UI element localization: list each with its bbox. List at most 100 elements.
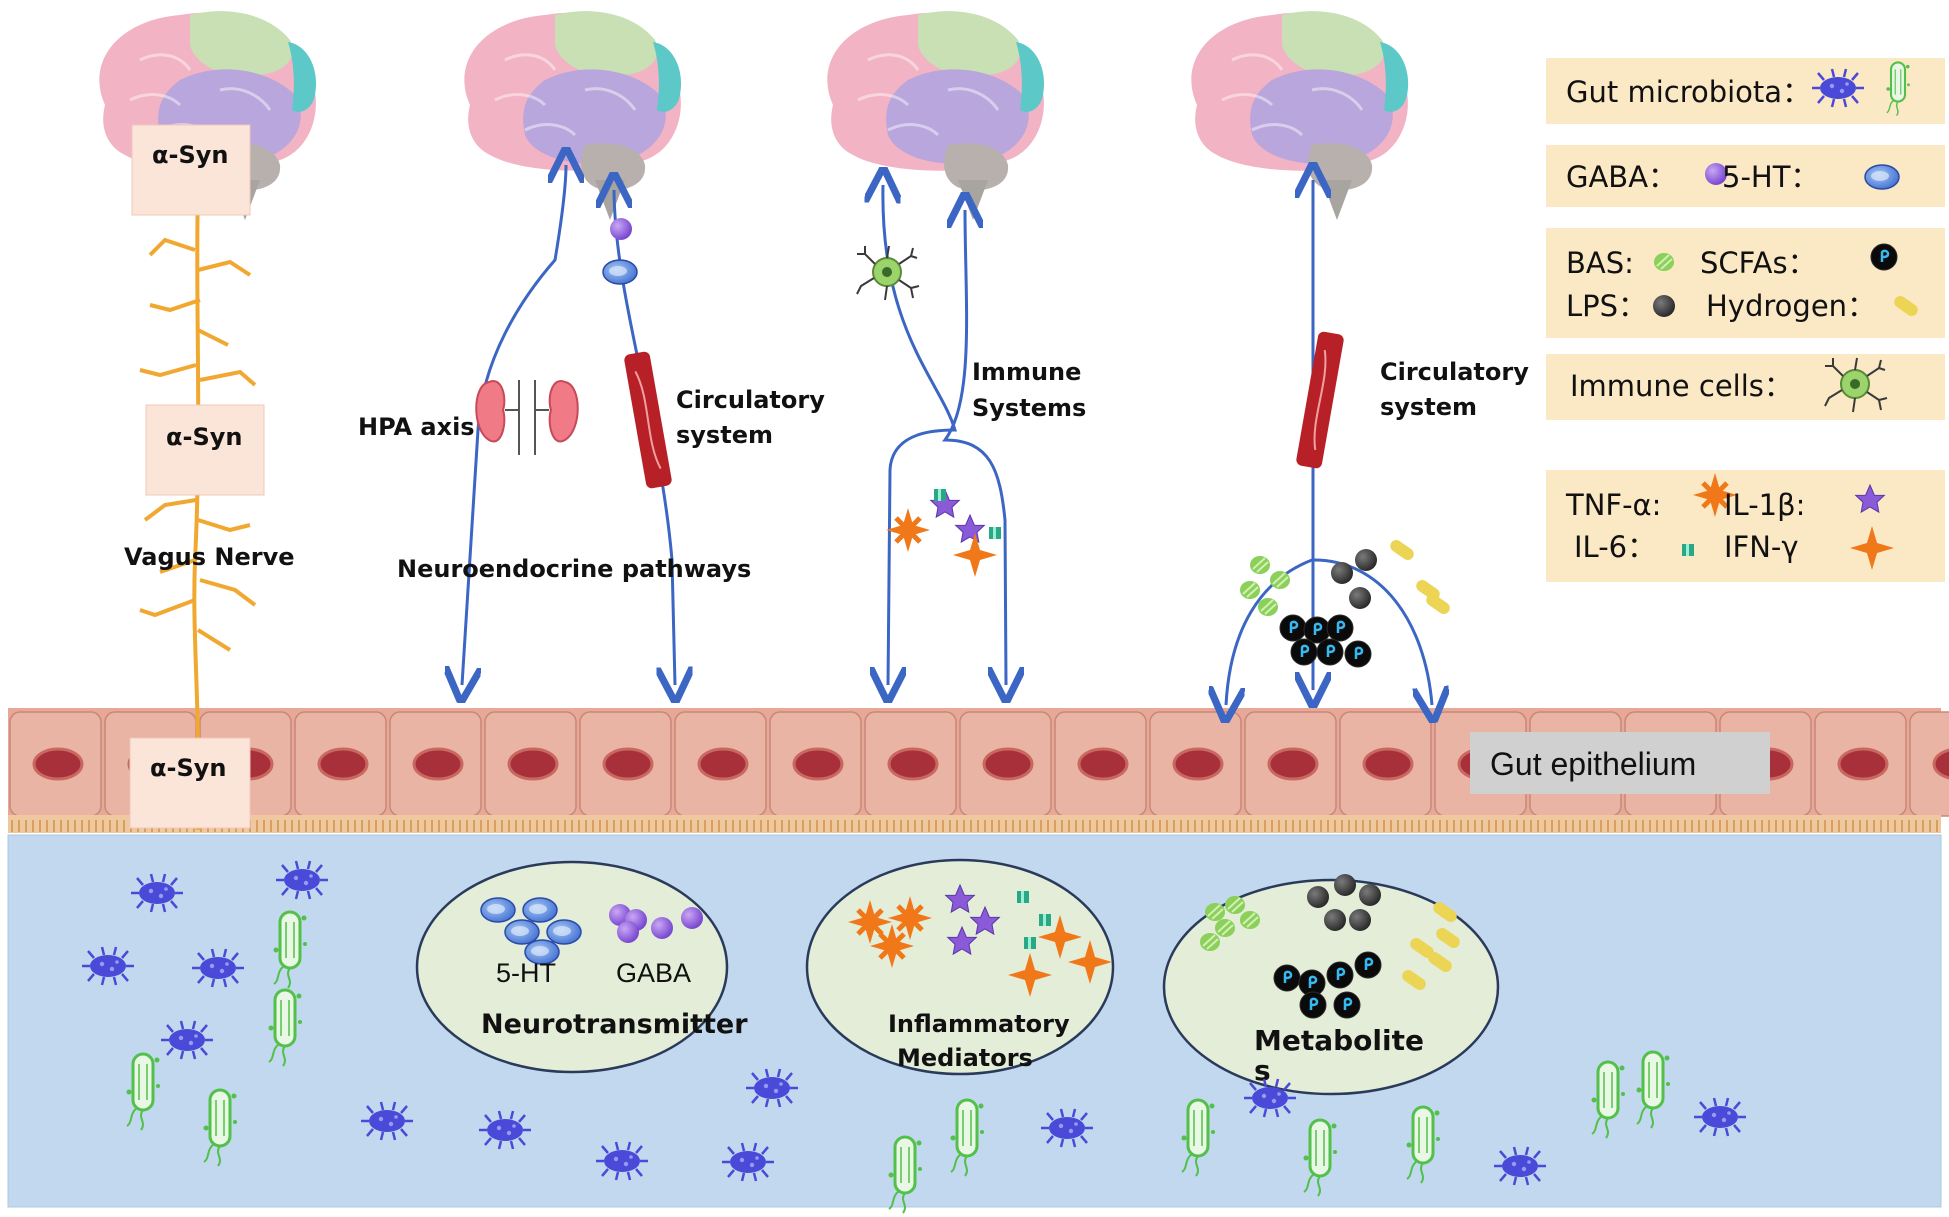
neuroendocrine-label: Neuroendocrine pathways (397, 555, 751, 583)
brain-icon (462, 9, 683, 222)
cell-nucleus (507, 747, 559, 781)
bile-acid-icon (1224, 895, 1246, 915)
immune-label-a: Immune (972, 358, 1081, 386)
bile-acid-icon (1204, 902, 1226, 922)
blood-vessel-icon (1296, 331, 1344, 469)
inflammatory-label-b: Mediators (897, 1044, 1033, 1072)
scfa-icon (1353, 950, 1383, 980)
legend-ifn: IFN-γ (1724, 530, 1799, 564)
cell-nucleus (412, 747, 464, 781)
epithelium-label-box (1470, 732, 1770, 794)
bile-acid-icon (1239, 580, 1261, 600)
brain-icon (1189, 9, 1410, 222)
bile-acid-icon (1257, 597, 1279, 617)
immune-arrows (883, 185, 1006, 685)
legend-hydrogen: Hydrogen： (1706, 289, 1876, 323)
scfa-icon (1869, 242, 1899, 272)
lps-icon (1355, 549, 1377, 571)
inflammatory-oval: Inflammatory Mediators (805, 858, 1115, 1076)
legend-row-cytokines (1546, 470, 1945, 582)
il6-icon (1682, 544, 1694, 556)
hpa-axis-label: HPA axis (358, 413, 475, 441)
bile-acid-icon (1269, 570, 1291, 590)
oval-5ht-label: 5-HT (496, 958, 556, 988)
lps-icon (1349, 909, 1371, 931)
il6-icon (989, 527, 1001, 539)
bile-acid-icon (1199, 932, 1221, 952)
scfa-icon (1343, 639, 1373, 669)
inflammatory-label-a: Inflammatory (888, 1010, 1070, 1038)
scfa-icon (1278, 613, 1308, 643)
il6-icon (1017, 891, 1029, 903)
bile-acid-icon (1653, 252, 1675, 272)
scfa-icon (1272, 963, 1302, 993)
cell-nucleus (1172, 747, 1224, 781)
legend-gut-microbiota: Gut microbiota： (1566, 75, 1811, 109)
legend-il1b: IL-1β: (1724, 488, 1805, 522)
asyn-label-gut: α-Syn (150, 754, 226, 782)
neurotransmitter-oval: 5-HT GABA Neurotransmitter (415, 860, 748, 1074)
gaba-molecule-icon (617, 921, 639, 943)
serotonin-molecule-icon (480, 897, 516, 923)
lps-icon (1334, 874, 1356, 896)
bile-acid-icon (1239, 910, 1261, 930)
cell-nucleus (1077, 747, 1129, 781)
epithelium-label: Gut epithelium (1490, 746, 1696, 782)
il6-icon (1039, 914, 1051, 926)
epithelial-cell (1909, 711, 1949, 817)
cell-nucleus (1362, 747, 1414, 781)
il6-icon (934, 489, 946, 501)
legend-gaba: GABA： (1566, 160, 1677, 194)
cell-nucleus (602, 747, 654, 781)
legend-scfas: SCFAs： (1700, 246, 1817, 280)
cell-nucleus (317, 747, 369, 781)
lps-icon (1307, 886, 1329, 908)
legend-row-immune (1546, 354, 1945, 420)
serotonin-molecule-icon (504, 919, 540, 945)
circulatory-label-2a: Circulatory (1380, 358, 1529, 386)
kidney-icon (475, 380, 579, 455)
metabolites-oval: Metabolite s (1162, 874, 1500, 1096)
brain-icon (825, 9, 1046, 222)
metabolites-label-a: Metabolite (1254, 1024, 1424, 1057)
cell-nucleus (32, 747, 84, 781)
scfa-icon (1325, 960, 1355, 990)
immune-label-b: Systems (972, 394, 1086, 422)
gaba-molecule-icon (610, 218, 632, 240)
scfa-icon (1315, 637, 1345, 667)
cytokine-star-icon (886, 508, 930, 552)
blood-vessel-icon (624, 351, 672, 489)
circulatory-label-2b: system (1380, 393, 1477, 421)
cell-nucleus (792, 747, 844, 781)
il6-icon (1024, 937, 1036, 949)
hydrogen-icon (1387, 537, 1417, 563)
legend-immune-cells: Immune cells： (1570, 369, 1793, 403)
lps-icon (1331, 562, 1353, 584)
vagus-nerve (139, 189, 257, 831)
cell-nucleus (1932, 748, 1949, 780)
cytokine-star-icon (955, 514, 985, 543)
cell-nucleus (1267, 747, 1319, 781)
scfa-icon (1325, 613, 1355, 643)
bile-acid-icon (1249, 555, 1271, 575)
cell-nucleus (982, 747, 1034, 781)
cell-nucleus (697, 747, 749, 781)
asyn-box-mid (145, 404, 265, 496)
serotonin-molecule-icon (602, 259, 638, 285)
neurotransmitter-label: Neurotransmitter (481, 1009, 748, 1040)
legend-il6: IL-6： (1574, 530, 1656, 564)
cell-nucleus (1837, 747, 1889, 781)
immune-cell-icon (856, 245, 920, 301)
lps-icon (1349, 587, 1371, 609)
circulatory-label-1a: Circulatory (676, 386, 825, 414)
legend-row-microbiota (1546, 58, 1945, 124)
legend-5ht: 5-HT： (1722, 160, 1819, 194)
legend: Gut microbiota： GABA： 5-HT： BAS: SCFAs： … (1546, 58, 1945, 582)
cell-nucleus (887, 747, 939, 781)
legend-tnf: TNF-α: (1565, 488, 1661, 522)
scfa-icon (1298, 990, 1328, 1020)
lps-icon (1653, 295, 1675, 317)
asyn-box-top (131, 124, 251, 216)
bile-acid-icon (1214, 918, 1236, 938)
